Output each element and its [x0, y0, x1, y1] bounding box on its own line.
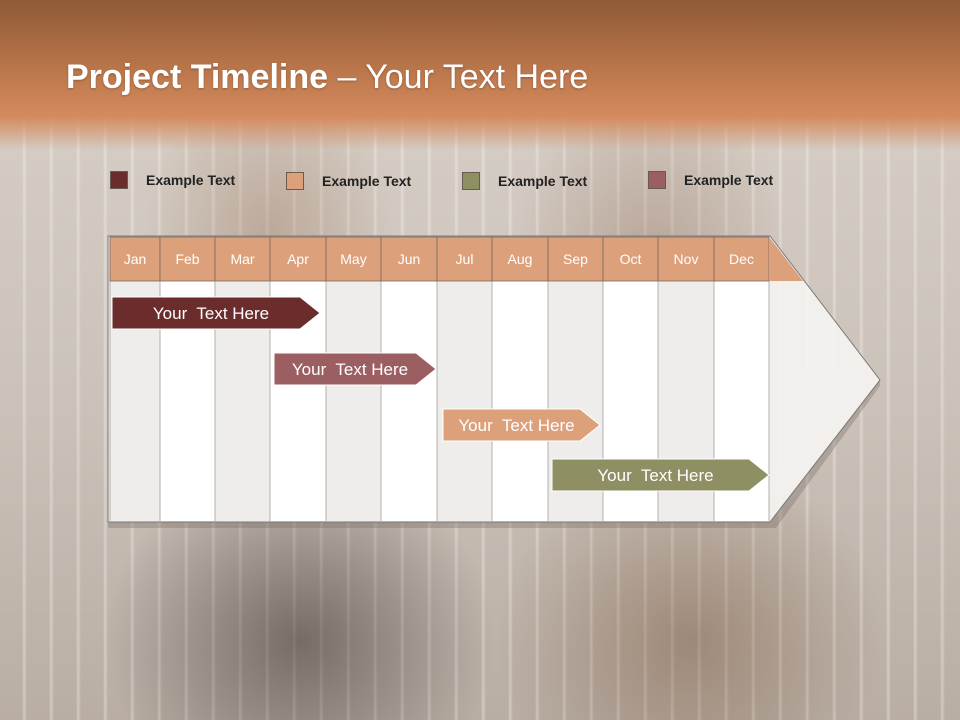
- task-bar-4: [551, 458, 770, 492]
- month-label-jan: Jan: [124, 251, 147, 267]
- month-label-jun: Jun: [398, 251, 421, 267]
- legend-swatch-3: [462, 172, 480, 190]
- month-header-cell: [602, 236, 659, 282]
- header-band: [0, 0, 960, 150]
- month-header-cell: [325, 236, 382, 282]
- title-rest: – Your Text Here: [328, 58, 589, 96]
- task-bar-1: [111, 296, 321, 330]
- month-label-sep: Sep: [563, 251, 588, 267]
- legend-swatch-2: [286, 172, 304, 190]
- legend-swatch-1: [110, 171, 128, 189]
- month-label-mar: Mar: [230, 251, 254, 267]
- month-label-nov: Nov: [674, 251, 699, 267]
- month-label-may: May: [340, 251, 366, 267]
- legend-label-4: Example Text: [684, 172, 774, 188]
- month-label-jul: Jul: [456, 251, 474, 267]
- month-header-cell: [713, 236, 770, 282]
- title-bold: Project Timeline: [66, 58, 329, 96]
- month-header-cell: [657, 236, 715, 282]
- legend-label-3: Example Text: [498, 173, 588, 189]
- month-header-cell: [491, 236, 549, 282]
- slide-title: Project Timeline – Your Text Here: [66, 58, 588, 106]
- month-column-may: [326, 281, 381, 521]
- task-bar-3: [442, 408, 601, 442]
- month-column-jun: [381, 281, 437, 521]
- month-column-aug: [492, 281, 548, 521]
- task-label-1: Your Text Here: [153, 304, 269, 323]
- month-header-cell: [159, 236, 216, 282]
- month-label-dec: Dec: [729, 251, 754, 267]
- month-header-cell: [436, 236, 493, 282]
- legend-label-2: Example Text: [322, 173, 412, 189]
- task-label-3: Your Text Here: [458, 416, 574, 435]
- month-header-cell: [269, 236, 327, 282]
- month-label-feb: Feb: [175, 251, 199, 267]
- month-column-jul: [437, 281, 492, 521]
- legend-label-1: Example Text: [146, 172, 236, 188]
- task-bar-2: [273, 352, 437, 386]
- month-label-oct: Oct: [620, 251, 642, 267]
- legend-swatch-4: [648, 171, 666, 189]
- month-label-apr: Apr: [287, 251, 309, 267]
- month-header-cell: [214, 236, 271, 282]
- month-header-cell: [547, 236, 604, 282]
- month-header-arrow-tip: [769, 237, 803, 281]
- task-label-4: Your Text Here: [597, 466, 713, 485]
- month-label-aug: Aug: [508, 251, 533, 267]
- task-label-2: Your Text Here: [292, 360, 408, 379]
- month-header-cell: [109, 236, 161, 282]
